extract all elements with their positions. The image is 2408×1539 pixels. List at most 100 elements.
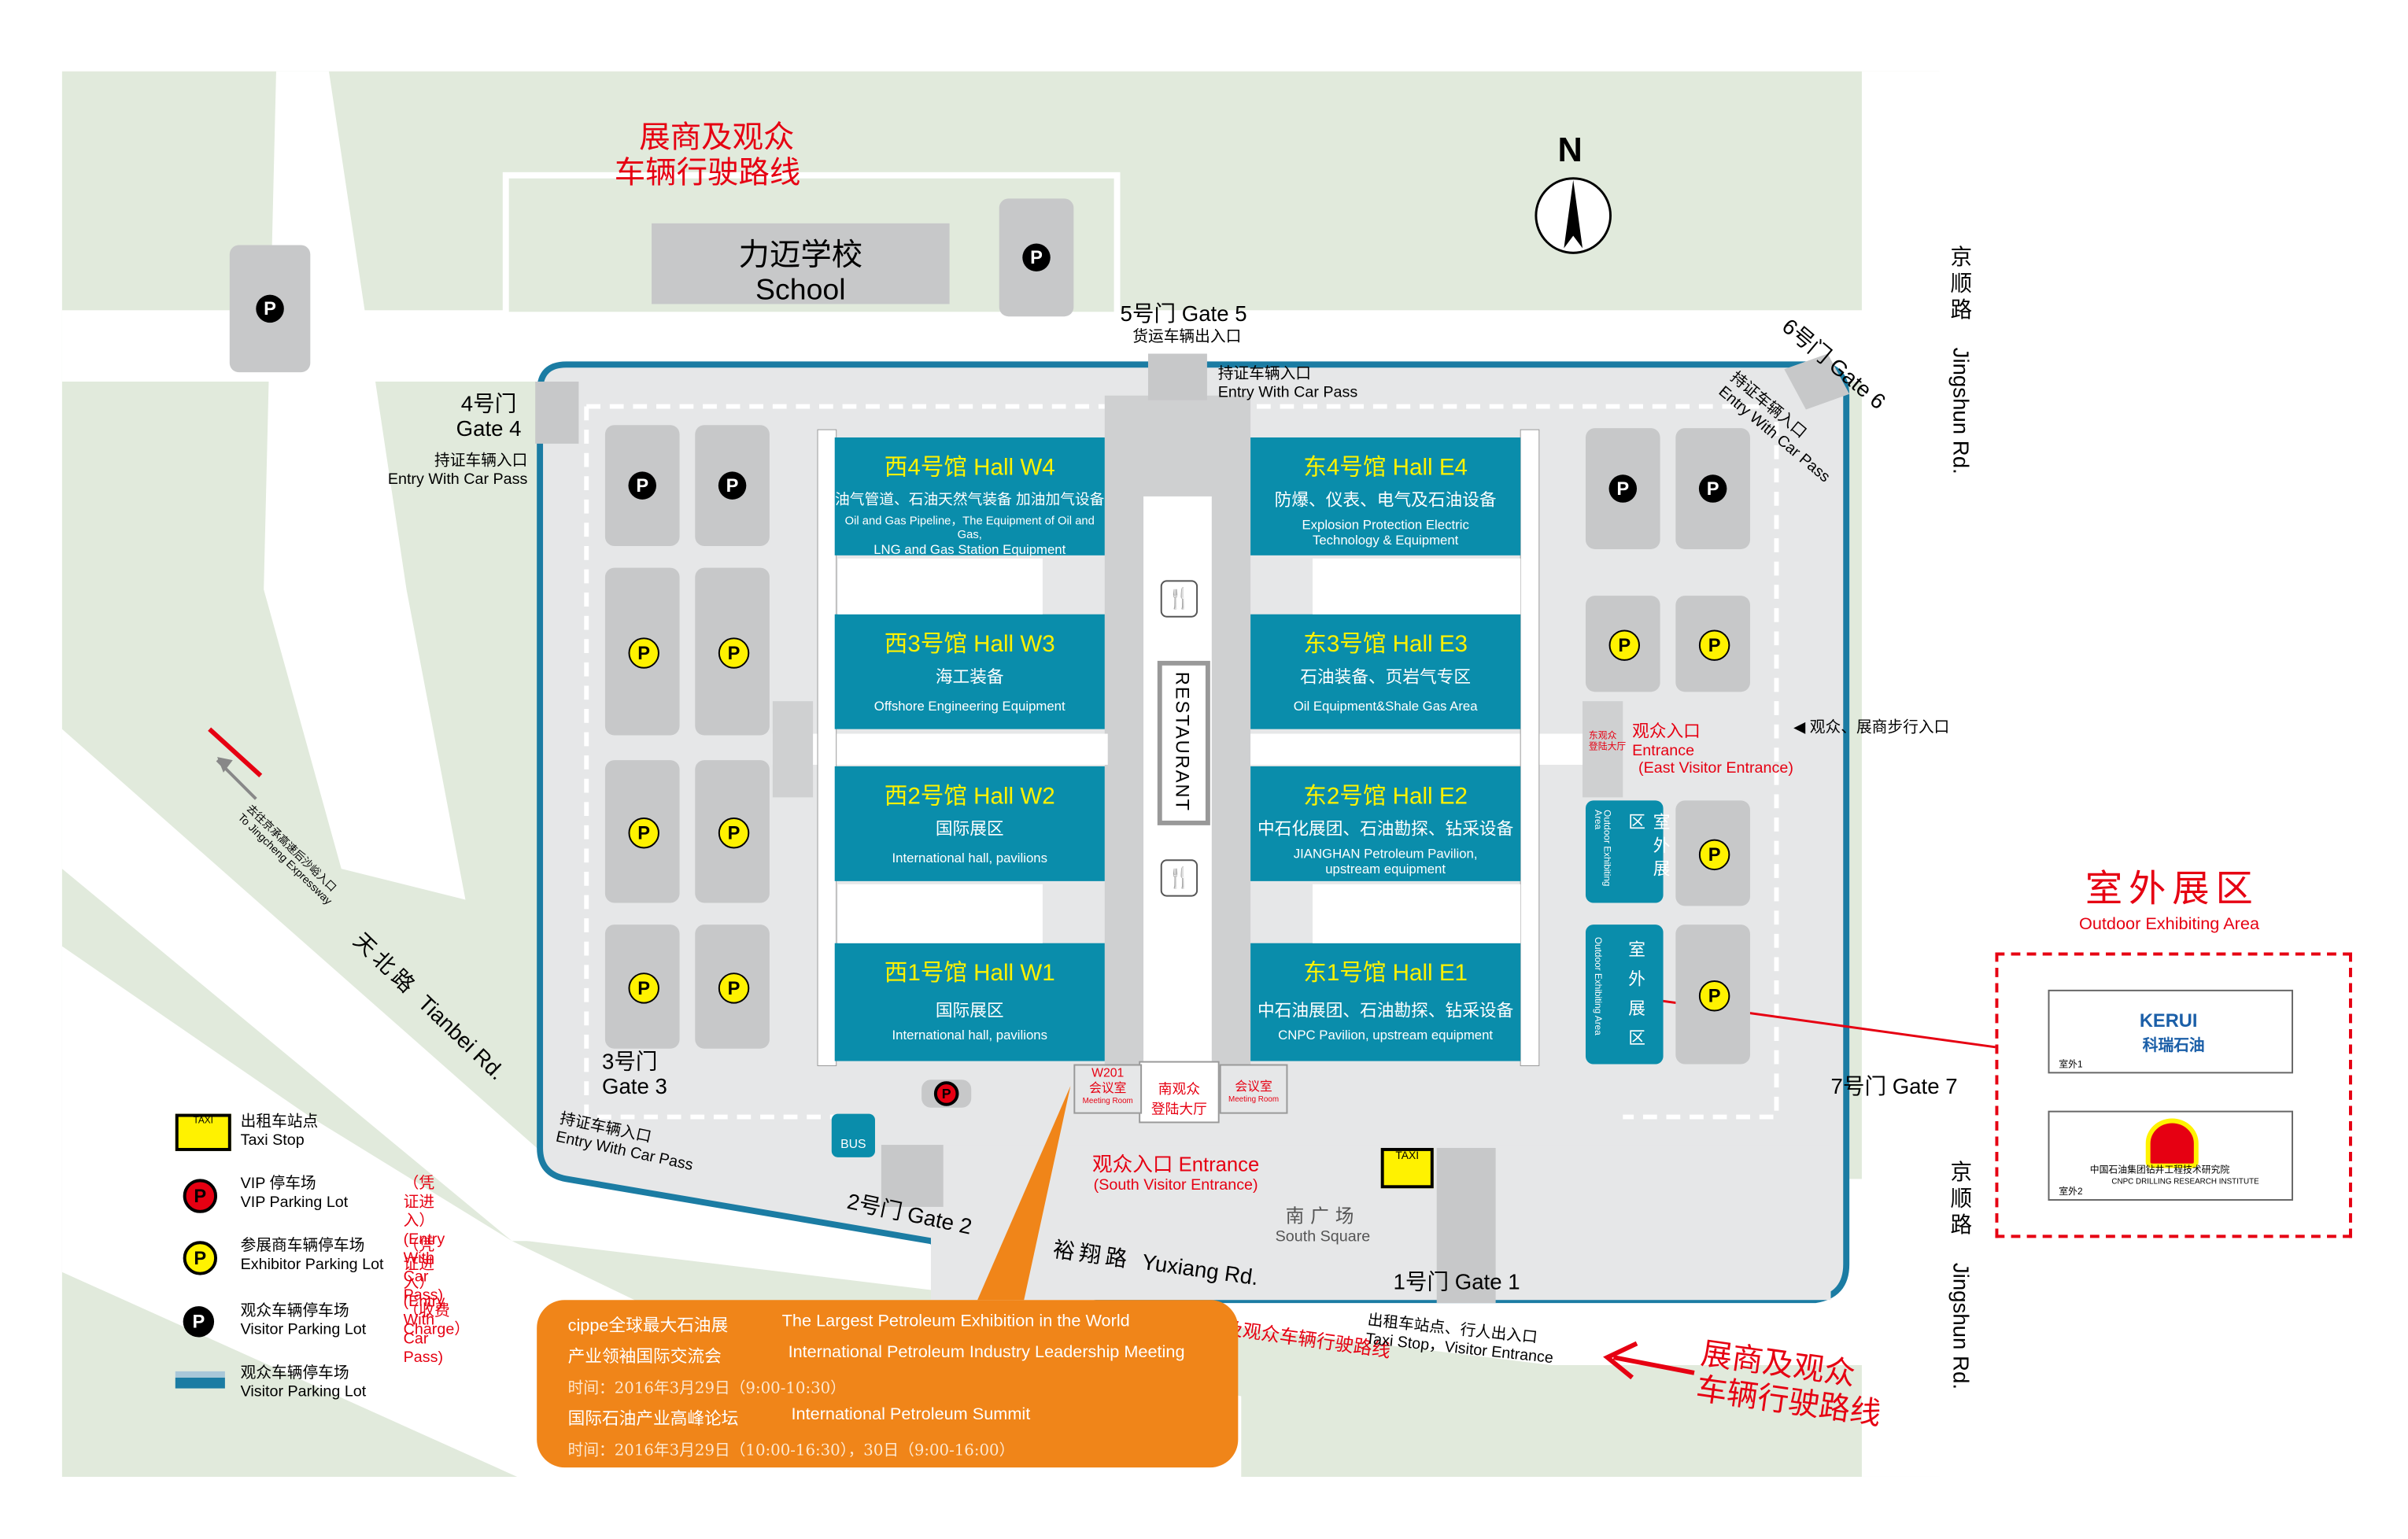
callout-l2-cn: 产业领袖国际交流会 — [567, 1348, 722, 1367]
exhibitor-parking-icon: P — [1698, 629, 1730, 661]
hall-e2-en1: JIANGHAN Petroleum Pavilion, — [1293, 845, 1478, 862]
exhibitor-parking-icon: P — [718, 817, 750, 849]
exhibitor-parking-lot: P — [604, 925, 680, 1049]
legend-visitor-en: Visitor Parking Lot — [240, 1321, 367, 1339]
outdoor-booth-1[interactable]: KERUI 科瑞石油 室外1 — [2048, 989, 2294, 1074]
outdoor-area-cn: 室外展区 — [2085, 869, 2259, 911]
route-title-top-line2: 车辆行驶路线 — [614, 157, 801, 191]
gate5-pass-cn: 持证车辆入口 — [1217, 366, 1312, 383]
legend-taxi-en: Taxi Stop — [240, 1132, 305, 1150]
road-jingshun-top: 京顺路 Jingshun Rd. — [1948, 245, 1974, 474]
legend-vip-cn: VIP 停车场 — [240, 1175, 316, 1194]
restaurant-icon: 🍴 — [1160, 859, 1198, 897]
gate3-name-en: Gate 3 — [601, 1073, 667, 1099]
legend-visitor-line-en: Visitor Parking Lot — [240, 1383, 367, 1401]
exhibitor-parking-icon: P — [718, 637, 750, 669]
hall-w4-cn: 油气管道、石油天然气装备 加油加气设备 — [835, 491, 1105, 509]
hall-w2-en: International hall, pavilions — [892, 850, 1048, 866]
east-hall-small2: 登陆大厅 — [1588, 743, 1627, 753]
hall-e4-en1: Explosion Protection Electric — [1302, 516, 1469, 533]
hall-w2[interactable]: 西2号馆 Hall W2 国际展区 International hall, pa… — [834, 766, 1105, 881]
gate5-pass-en: Entry With Car Pass — [1217, 383, 1358, 401]
meeting-room-w201-cn: 会议室 — [1089, 1081, 1127, 1095]
exhibitor-parking-icon: P — [628, 637, 659, 669]
legend-exhibitor-cn: 参展商车辆停车场 — [240, 1238, 365, 1256]
legend-visitor-cn: 观众车辆停车场 — [240, 1303, 349, 1320]
outdoor-area-en: Outdoor Exhibiting Area — [2078, 915, 2260, 934]
south-hall-line1: 南观众 — [1158, 1081, 1201, 1097]
legend-exhibitor-note: （凭证进入）(Entry With Car Pass) — [404, 1238, 445, 1368]
exhibitor-parking-lot: P — [1675, 925, 1750, 1065]
restaurant[interactable]: RESTAURANT — [1157, 660, 1210, 825]
south-square-en: South Square — [1275, 1228, 1371, 1246]
pedestrian-entry: ◀ 观众、展商步行入口 — [1793, 719, 1950, 737]
gate5-pass: 持证车辆入口 Entry With Car Pass — [1218, 366, 1358, 401]
south-entrance-cn: 观众入口 Entrance — [1092, 1152, 1260, 1176]
callout-l5: 时间：2016年3月29日（10:00-16:30），30日（9:00-16:0… — [567, 1442, 1015, 1460]
hall-e4[interactable]: 东4号馆 Hall E4 防爆、仪表、电气及石油设备 Explosion Pro… — [1250, 437, 1521, 555]
hall-e2[interactable]: 东2号馆 Hall E2 中石化展团、石油勘探、钻采设备 JIANGHAN Pe… — [1250, 766, 1521, 881]
hall-w3-en: Offshore Engineering Equipment — [873, 698, 1066, 714]
south-entrance-en: (South Visitor Entrance) — [1093, 1177, 1258, 1195]
outdoor-booth-2[interactable]: 中国石油集团钻井工程技术研究院 CNPC DRILLING RESEARCH I… — [2048, 1110, 2294, 1201]
exhibitor-parking-lot: P — [695, 925, 770, 1049]
hall-w2-title: 西2号馆 Hall W2 — [884, 783, 1055, 810]
outdoor-block-2-cn: 室外展区 — [1626, 939, 1645, 1058]
meeting-room-east[interactable]: 会议室 Meeting Room — [1219, 1064, 1288, 1114]
south-hall-entrance[interactable]: 南观众 登陆大厅 — [1139, 1061, 1220, 1124]
legend-vip: VIP 停车场 VIP Parking Lot （凭证进入）(Entry Wit… — [175, 1175, 445, 1305]
vip-parking-icon: P — [933, 1081, 959, 1106]
hall-w1-cn: 国际展区 — [935, 1002, 1004, 1021]
exhibitor-parking-icon: P — [183, 1241, 218, 1275]
gate4-pass-cn: 持证车辆入口 — [434, 452, 528, 471]
legend-exhibitor-en: Exhibitor Parking Lot — [240, 1256, 384, 1274]
callout-l2-en: International Petroleum Industry Leaders… — [788, 1343, 1185, 1363]
gate4-pass-en: Entry With Car Pass — [387, 471, 528, 489]
legend-taxi: 出租车站点 Taxi Stop — [175, 1113, 319, 1151]
legend-taxi-cn: 出租车站点 — [240, 1113, 319, 1131]
exhibitor-parking-lot: P — [1675, 596, 1750, 692]
south-square-cn: 南广场 — [1285, 1205, 1361, 1227]
kerui-logo-cn: 科瑞石油 — [2142, 1038, 2205, 1055]
exhibitor-parking-icon: P — [1698, 839, 1730, 871]
cnpc-logo-icon — [2145, 1118, 2199, 1168]
gate4-pass: 持证车辆入口 Entry With Car Pass — [385, 452, 528, 489]
hall-e1[interactable]: 东1号馆 Hall E1 中石油展团、石油勘探、钻采设备 CNPC Pavili… — [1250, 943, 1521, 1061]
legend-exhibitor-note-en: (Entry With Car Pass) — [403, 1294, 445, 1367]
vip-parking-south: P — [921, 1080, 972, 1108]
visitor-parking-lot: P — [1585, 428, 1660, 549]
hall-w4[interactable]: 西4号馆 Hall W4 油气管道、石油天然气装备 加油加气设备 Oil and… — [834, 437, 1105, 557]
connector-e2-e1 — [1312, 884, 1521, 943]
visitor-parking-icon: P — [183, 1306, 215, 1338]
meeting-room-w201[interactable]: W201 会议室 Meeting Room — [1073, 1064, 1143, 1114]
legend-vip-en: VIP Parking Lot — [240, 1194, 349, 1212]
road-jingshun-bottom: 京顺路 Jingshun Rd. — [1948, 1161, 1974, 1390]
compass-icon — [1536, 179, 1611, 253]
gate3-name-cn: 3号门 — [601, 1048, 658, 1074]
gate7-label: 7号门 Gate 7 — [1830, 1073, 1958, 1098]
outdoor-block-1: Outdoor Exhibiting Area 室外展区 — [1585, 800, 1669, 903]
callout-l1-en: The Largest Petroleum Exhibition in the … — [781, 1312, 1130, 1331]
exhibitor-parking-lot: P — [695, 760, 770, 903]
hall-w3[interactable]: 西3号馆 Hall W3 海工装备 Offshore Engineering E… — [834, 614, 1105, 729]
exhibitor-parking-lot: P — [604, 760, 680, 903]
meeting-room-east-en: Meeting Room — [1228, 1094, 1280, 1105]
legend-exhibitor: 参展商车辆停车场 Exhibitor Parking Lot （凭证进入）(En… — [175, 1238, 445, 1367]
hall-w1[interactable]: 西1号馆 Hall W1 国际展区 International hall, pa… — [834, 943, 1105, 1061]
east-entrance-cn: 观众入口 — [1632, 722, 1701, 742]
hall-e1-cn: 中石油展团、石油勘探、钻采设备 — [1257, 1002, 1514, 1021]
hall-w3-title: 西3号馆 Hall W3 — [884, 631, 1055, 658]
gate4-label: 4号门 Gate 4 — [456, 391, 522, 441]
event-callout: cippe全球最大石油展 The Largest Petroleum Exhib… — [537, 1300, 1239, 1468]
hall-e3[interactable]: 东3号馆 Hall E3 石油装备、页岩气专区 Oil Equipment&Sh… — [1250, 614, 1521, 729]
exhibitor-parking-icon: P — [1608, 629, 1640, 661]
exhibitor-parking-icon: P — [718, 972, 750, 1004]
hall-e4-title: 东4号馆 Hall E4 — [1303, 454, 1468, 482]
legend-vip-note: （凭证进入）(Entry With Car Pass) — [404, 1175, 445, 1306]
visitor-parking-icon: P — [628, 471, 656, 500]
north-label: N — [1557, 130, 1583, 169]
exhibitor-parking-lot: P — [695, 567, 770, 736]
legend-visitor-line: 观众车辆停车场 Visitor Parking Lot — [175, 1365, 367, 1402]
road-jingshun-bottom-cn: 京顺路 — [1948, 1160, 1974, 1240]
